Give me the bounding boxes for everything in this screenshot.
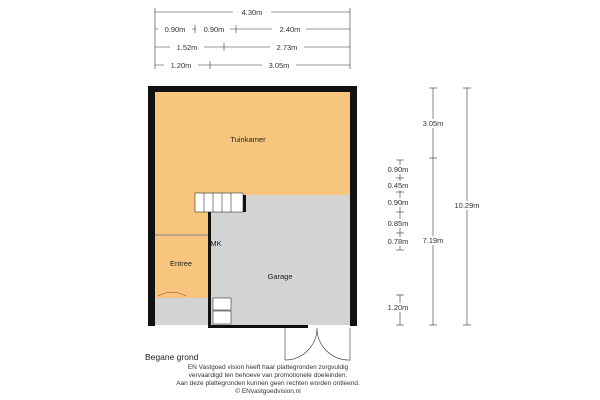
dim: 1.20m (171, 61, 192, 70)
walls (148, 86, 357, 328)
room-label-entree: Entree (170, 259, 192, 268)
room-label-tuinkamer: Tuinkamer (230, 135, 266, 144)
dim-total-width: 4.30m (242, 8, 263, 17)
stove-icon (212, 297, 232, 311)
dim: 1.52m (177, 43, 198, 52)
dim: 3.05m (269, 61, 290, 70)
disclaimer-line: vervaardigd ten behoeve van promotionele… (188, 372, 348, 379)
room-label-garage: Garage (267, 272, 292, 281)
room-label-mk: MK (210, 239, 221, 248)
sink-icon (212, 310, 232, 325)
disclaimer: EN Vastgoed vision heeft haar plattegron… (118, 364, 418, 396)
dim: 0.45m (388, 181, 409, 190)
dim: 7.19m (423, 236, 444, 245)
door-swing (157, 292, 187, 297)
room-mk (208, 235, 225, 253)
dim: 3.05m (423, 119, 444, 128)
garage-doors (284, 327, 351, 361)
dim: 2.40m (280, 25, 301, 34)
dim: 0.90m (388, 198, 409, 207)
dim: 2.73m (277, 43, 298, 52)
top-dimension-lines (154, 8, 351, 69)
dim: 0.78m (388, 237, 409, 246)
room-garage (210, 195, 350, 325)
dim: 0.85m (388, 219, 409, 228)
floor-name: Begane grond (145, 352, 199, 362)
disclaimer-line: EN Vastgoed vision heeft haar plattegron… (187, 364, 349, 371)
stairs (194, 192, 244, 213)
dim: 0.90m (165, 25, 186, 34)
disclaimer-line: Aan deze plattegronden kunnen geen recht… (176, 380, 360, 387)
storage-area (155, 298, 209, 325)
dim: 0.90m (388, 165, 409, 174)
dim: 1.20m (388, 303, 409, 312)
copyright: © ENvastgoedvision.nl (235, 388, 301, 395)
dim: 0.90m (204, 25, 225, 34)
dim-total-depth: 10.29m (454, 201, 479, 210)
